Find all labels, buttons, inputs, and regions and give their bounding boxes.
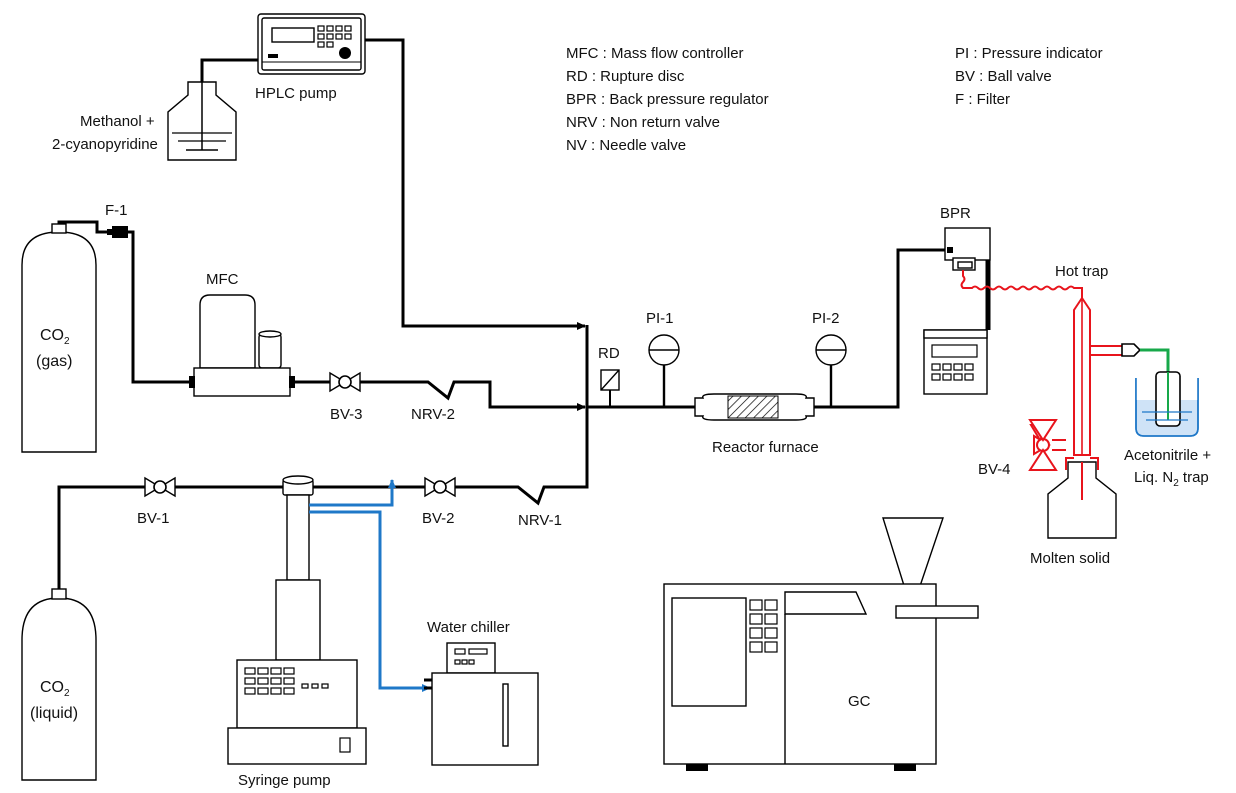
hot-trap-label: Hot trap — [1055, 263, 1108, 280]
bpr-label: BPR — [940, 205, 971, 222]
water-chiller-label: Water chiller — [427, 619, 510, 636]
pi2-label: PI-2 — [812, 310, 840, 327]
ball-valve-bv4 — [1028, 419, 1058, 471]
co2-liquid-formula: CO2 — [40, 679, 70, 699]
pressure-indicator-pi1 — [648, 334, 680, 407]
heated-transfer-line — [960, 270, 1083, 308]
mfc-label: MFC — [206, 271, 239, 288]
gas-chromatograph — [663, 517, 979, 771]
legend-bpr: BPR : Back pressure regulator — [566, 91, 769, 108]
vent-line — [1140, 348, 1170, 372]
acetonitrile-label-line2: Liq. N2 trap — [1134, 469, 1209, 489]
syringe-pump — [227, 475, 367, 765]
legend-bv: BV : Ball valve — [955, 68, 1052, 85]
liquid-feed-line — [550, 325, 589, 489]
ball-valve-bv3 — [329, 371, 361, 393]
gas-feed-line — [460, 380, 586, 411]
methanol-label-line1: Methanol + — [80, 113, 155, 130]
co2-gas-state: (gas) — [36, 353, 72, 370]
legend-nrv: NRV : Non return valve — [566, 114, 720, 131]
reactor-outlet-line — [814, 248, 945, 409]
legend-mfc: MFC : Mass flow controller — [566, 45, 744, 62]
rd-label: RD — [598, 345, 620, 362]
hplc-pump-label: HPLC pump — [255, 85, 337, 102]
co2-gas-cylinder — [21, 223, 97, 453]
molten-solid-label: Molten solid — [1030, 550, 1110, 567]
liquid-nitrogen-trap — [1135, 371, 1199, 437]
filter-f1-label: F-1 — [105, 202, 128, 219]
back-pressure-regulator — [923, 227, 991, 395]
filter-to-mfc-line — [128, 230, 192, 384]
ball-valve-bv2 — [424, 476, 456, 498]
non-return-valve-nrv1 — [512, 485, 550, 506]
water-chiller — [431, 642, 539, 766]
rupture-disc — [600, 369, 620, 407]
mass-flow-controller — [189, 294, 295, 397]
molten-solid-flask — [1047, 461, 1117, 539]
bv1-label: BV-1 — [137, 510, 170, 527]
bv2-label: BV-2 — [422, 510, 455, 527]
co2-liquid-outlet-line — [57, 485, 145, 589]
legend-f: F : Filter — [955, 91, 1010, 108]
hot-trap — [1052, 296, 1122, 470]
methanol-label-line2: 2-cyanopyridine — [52, 136, 158, 153]
acetonitrile-label-line1: Acetonitrile + — [1124, 447, 1211, 464]
co2-liquid-cylinder — [21, 588, 97, 781]
coolant-supply-line — [309, 510, 431, 692]
filter-f1 — [107, 226, 128, 238]
ball-valve-bv1 — [144, 476, 176, 498]
bv3-label: BV-3 — [330, 406, 363, 423]
pi1-label: PI-1 — [646, 310, 674, 327]
syringe-pump-label: Syringe pump — [238, 772, 331, 789]
legend-nv: NV : Needle valve — [566, 137, 686, 154]
methanol-reservoir — [167, 58, 258, 161]
nrv2-label: NRV-2 — [411, 406, 455, 423]
legend-rd: RD : Rupture disc — [566, 68, 685, 85]
co2-gas-outlet-line — [57, 220, 112, 234]
co2-liquid-state: (liquid) — [30, 705, 78, 722]
hplc-pump — [257, 13, 366, 75]
nrv1-label: NRV-1 — [518, 512, 562, 529]
legend-pi: PI : Pressure indicator — [955, 45, 1103, 62]
reactor-furnace — [694, 393, 815, 421]
reactor-label: Reactor furnace — [712, 439, 819, 456]
non-return-valve-nrv2 — [422, 380, 460, 401]
bv4-label: BV-4 — [978, 461, 1011, 478]
legend: MFC : Mass flow controller RD : Rupture … — [566, 45, 1103, 154]
trap-outlet-connector — [1121, 343, 1142, 357]
hplc-feed-line — [365, 38, 586, 330]
pressure-indicator-pi2 — [815, 334, 847, 407]
gc-label: GC — [848, 693, 871, 710]
coolant-return-line — [309, 479, 396, 507]
co2-gas-formula: CO2 — [40, 327, 70, 347]
